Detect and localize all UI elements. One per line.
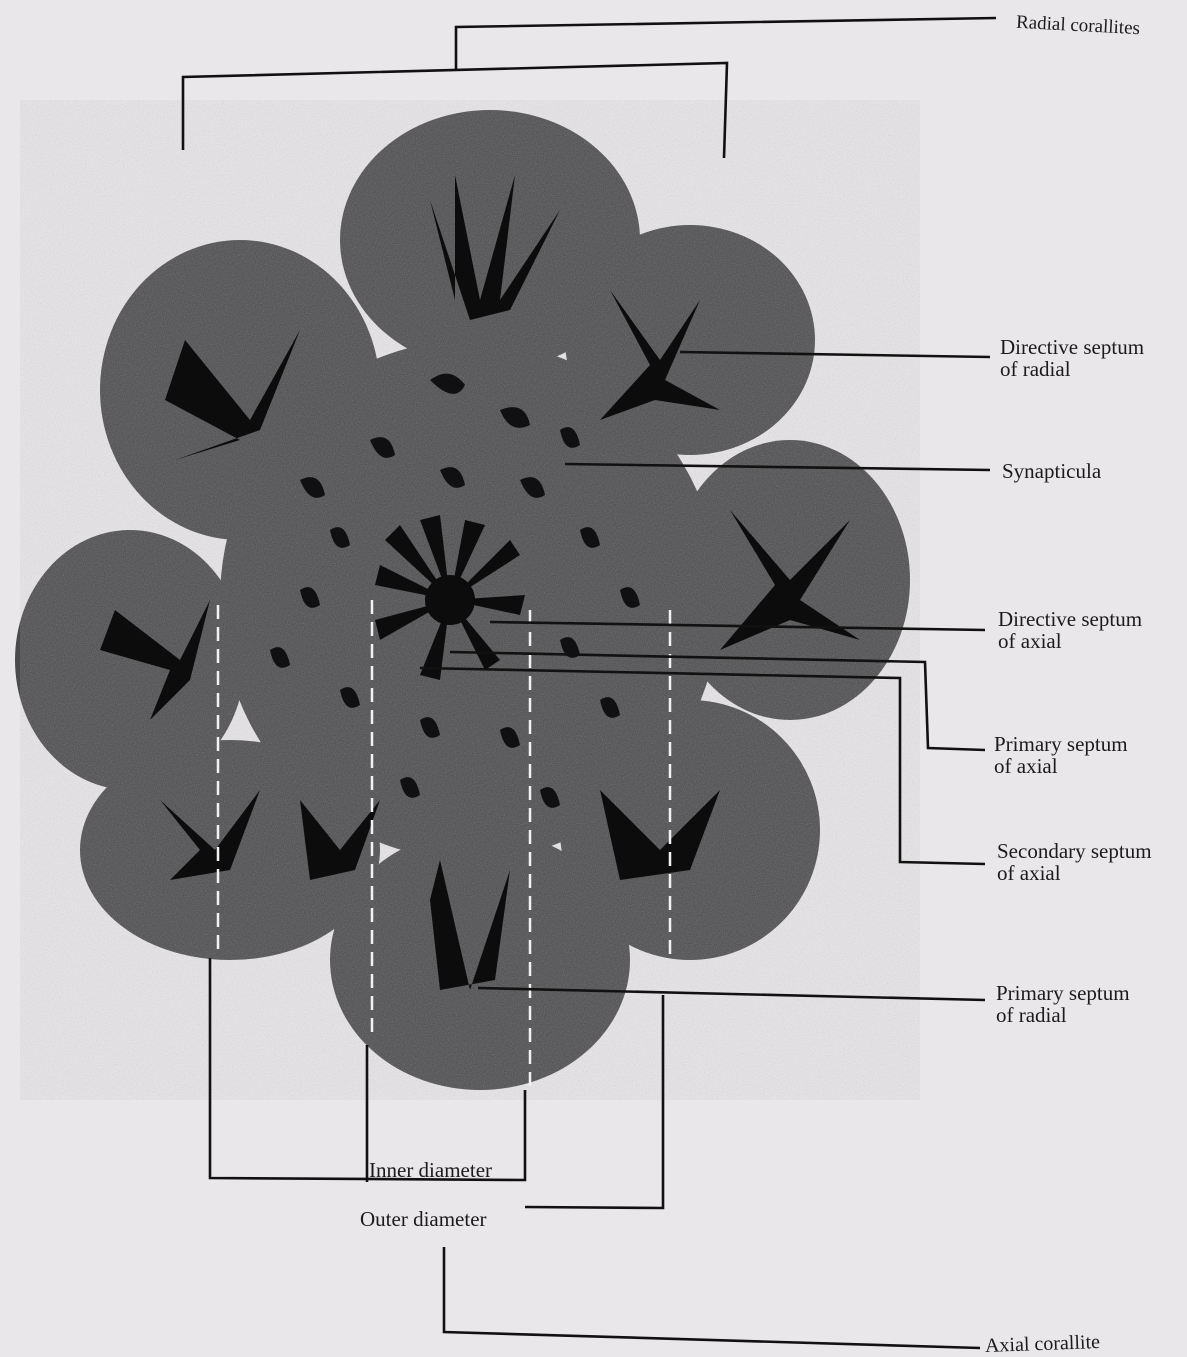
- label-primary-septum-axial-line2: of axial: [994, 755, 1128, 777]
- coral-illustration: [15, 100, 920, 1100]
- label-outer-diameter: Outer diameter: [360, 1208, 487, 1230]
- label-primary-septum-axial-line1: Primary septum: [994, 733, 1128, 755]
- label-directive-septum-radial-line1: Directive septum: [1000, 336, 1144, 358]
- label-primary-septum-radial-line1: Primary septum: [996, 982, 1130, 1004]
- label-primary-septum-axial: Primary septum of axial: [994, 733, 1128, 777]
- label-directive-septum-radial-line2: of radial: [1000, 358, 1144, 380]
- label-secondary-septum-axial: Secondary septum of axial: [997, 840, 1152, 884]
- label-synapticula: Synapticula: [1002, 460, 1101, 482]
- label-directive-septum-axial-line2: of axial: [998, 630, 1142, 652]
- label-directive-septum-radial: Directive septum of radial: [1000, 336, 1144, 380]
- label-primary-septum-radial-line2: of radial: [996, 1004, 1130, 1026]
- label-secondary-septum-axial-line2: of axial: [997, 862, 1152, 884]
- label-primary-septum-radial: Primary septum of radial: [996, 982, 1130, 1026]
- label-inner-diameter: Inner diameter: [369, 1159, 492, 1181]
- label-axial-corallite: Axial corallite: [985, 1331, 1101, 1357]
- label-directive-septum-axial: Directive septum of axial: [998, 608, 1142, 652]
- label-secondary-septum-axial-line1: Secondary septum: [997, 840, 1152, 862]
- label-directive-septum-axial-line1: Directive septum: [998, 608, 1142, 630]
